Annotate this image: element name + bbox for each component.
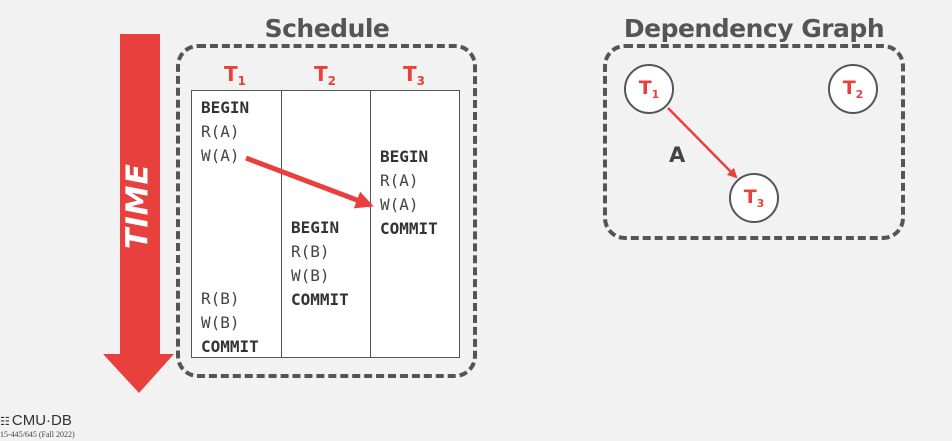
graph-node-t2-sub: 2 [855, 88, 864, 101]
schedule-frame [176, 44, 477, 378]
footer-course: 15-445/645 (Fall 2022) [0, 430, 75, 439]
graph-node-t1-sub: 1 [651, 88, 660, 101]
graph-node-t1-name: T [638, 77, 652, 99]
graph-edge-t1-to-t3 [667, 107, 738, 179]
column-divider [281, 91, 282, 357]
graph-node-t3-name: T [743, 186, 757, 208]
column-header-t2: T2 [281, 62, 369, 88]
t2-op-begin: BEGIN [291, 218, 340, 237]
graph-edge-label: A [669, 143, 686, 167]
time-arrow-head [103, 354, 174, 393]
graph-node-t2: T2 [828, 64, 878, 114]
graph-node-t3: T3 [729, 173, 779, 223]
t2-op-read-b: R(B) [291, 242, 330, 261]
time-arrow-shaft [120, 34, 160, 356]
footer-logo-text: CMU·DB [11, 412, 72, 429]
t1-op-commit: COMMIT [201, 337, 259, 356]
t3-op-read-a: R(A) [380, 171, 419, 190]
t3-op-begin: BEGIN [380, 147, 429, 166]
schedule-title: Schedule [264, 14, 390, 43]
schedule-table [191, 90, 460, 358]
graph-node-t1: T1 [624, 64, 674, 114]
column-header-t3-name: T [402, 62, 417, 86]
graph-node-t2-name: T [842, 77, 856, 99]
column-header-t1: T1 [191, 62, 279, 88]
t3-op-commit: COMMIT [380, 219, 438, 238]
column-header-t3-sub: 3 [416, 74, 425, 88]
graph-frame [603, 44, 905, 240]
graph-node-t3-sub: 3 [756, 197, 765, 210]
database-logo-icon: ☷ [0, 416, 10, 428]
schedule-conflict-arrow [245, 155, 374, 209]
column-header-t1-sub: 1 [237, 74, 246, 88]
column-divider [370, 91, 371, 357]
t2-op-commit: COMMIT [291, 290, 349, 309]
t1-op-read-b: R(B) [201, 289, 240, 308]
column-header-t2-name: T [313, 62, 328, 86]
column-header-t3: T3 [370, 62, 458, 88]
column-header-t2-sub: 2 [327, 74, 336, 88]
t1-op-write-b: W(B) [201, 313, 240, 332]
t1-op-read-a: R(A) [201, 122, 240, 141]
column-header-t1-name: T [223, 62, 238, 86]
t3-op-write-a: W(A) [380, 195, 419, 214]
t1-op-begin: BEGIN [201, 98, 250, 117]
t1-op-write-a: W(A) [201, 146, 240, 165]
footer-logo: ☷CMU·DB [0, 412, 72, 429]
graph-title: Dependency Graph [623, 14, 885, 43]
t2-op-write-b: W(B) [291, 266, 330, 285]
